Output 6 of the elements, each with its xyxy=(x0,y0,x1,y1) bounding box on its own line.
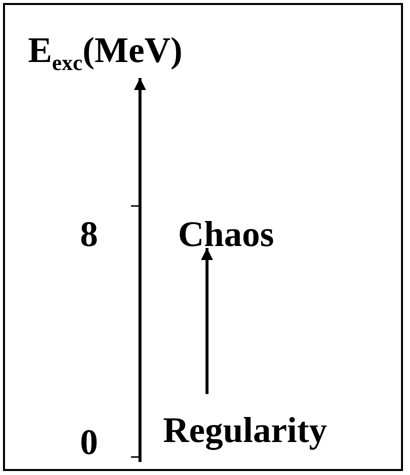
arrow xyxy=(201,248,213,394)
tick-label: 0 xyxy=(80,422,98,462)
state-label: Regularity xyxy=(163,410,327,450)
axis-title: E$_{exc}$(MeV) xyxy=(28,30,182,70)
state-label: Chaos xyxy=(178,214,274,254)
tick-label: 8 xyxy=(80,214,98,254)
